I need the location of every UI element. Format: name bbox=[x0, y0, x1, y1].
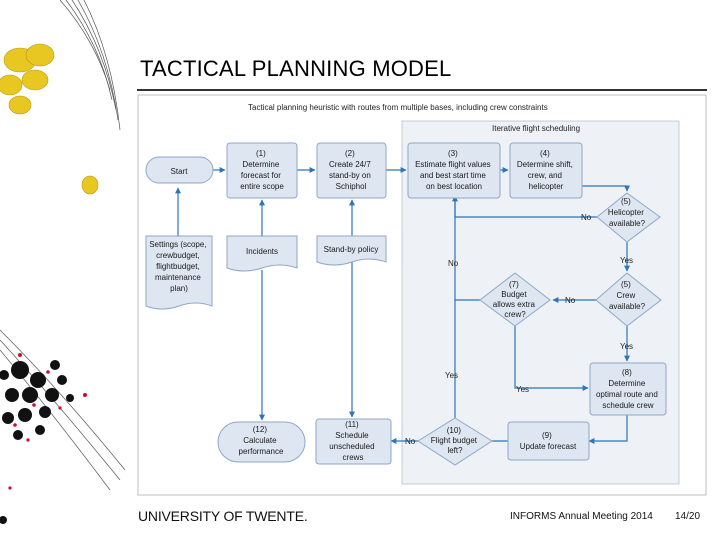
edge-label-loop-no: No bbox=[448, 259, 459, 268]
node-step11 bbox=[315, 418, 392, 465]
edge-label-d5a-no: No bbox=[581, 213, 592, 222]
node-step8-text: (8) Determine optimal route and schedule… bbox=[596, 368, 660, 410]
node-d5a-text: (5) Helicopter available? bbox=[608, 197, 646, 228]
title-divider bbox=[137, 89, 707, 91]
node-step4-text: (4) Determine shift, crew, and helicopte… bbox=[517, 149, 575, 191]
decorative-corner-art bbox=[0, 0, 126, 524]
node-start-text: Start bbox=[171, 167, 189, 176]
university-logo-text: UNIVERSITY OF TWENTE. bbox=[138, 508, 308, 524]
node-step3 bbox=[407, 142, 501, 199]
footer-conference: INFORMS Annual Meeting 2014 bbox=[510, 511, 653, 522]
edge-label-d7-yes: Yes bbox=[516, 385, 529, 394]
node-step2 bbox=[316, 142, 387, 199]
diagram-header: Tactical planning heuristic with routes … bbox=[248, 103, 548, 112]
decorative-lines bbox=[0, 0, 126, 491]
edge-label-loop-yes: Yes bbox=[445, 371, 458, 380]
node-d5a bbox=[596, 192, 661, 243]
node-step1-text: (1) Determine forecast for entire scope bbox=[240, 149, 284, 191]
node-step3-text: (3) Estimate flight values and best star… bbox=[415, 149, 493, 191]
node-settings-text: Settings (scope, crewbudget, flightbudge… bbox=[149, 240, 209, 293]
node-step11-text: (11) Schedule unscheduled crews bbox=[329, 420, 377, 462]
node-start bbox=[145, 156, 214, 184]
node-step4 bbox=[509, 142, 583, 199]
node-d5b-text: (5) Crew available? bbox=[609, 280, 646, 311]
edge-label-d5a-yes: Yes bbox=[620, 256, 633, 265]
node-incidents bbox=[226, 235, 298, 272]
node-d10 bbox=[417, 417, 493, 466]
edge-label-d5b-yes: Yes bbox=[620, 342, 633, 351]
edge-labels: No Yes No Yes Yes No No Yes bbox=[405, 213, 633, 446]
node-settings bbox=[145, 235, 213, 310]
flowchart: Tactical planning heuristic with routes … bbox=[137, 94, 707, 496]
node-standby bbox=[316, 235, 387, 266]
edge-label-d5b-no: No bbox=[565, 296, 576, 305]
edge-label-d10-no: No bbox=[405, 437, 416, 446]
node-step9-text: (9) Update forecast bbox=[520, 431, 577, 451]
slide-title: TACTICAL PLANNING MODEL bbox=[140, 56, 452, 81]
nodes bbox=[145, 142, 667, 466]
node-standby-text: Stand-by policy bbox=[324, 245, 379, 254]
node-incidents-text: Incidents bbox=[246, 247, 278, 256]
node-step8 bbox=[589, 362, 667, 416]
node-d7-text: (7) Budget allows extra crew? bbox=[493, 280, 537, 319]
node-d10-text: (10) Flight budget left? bbox=[431, 426, 480, 455]
node-step1 bbox=[226, 142, 298, 199]
node-step2-text: (2) Create 24/7 stand-by on Schiphol bbox=[329, 149, 373, 191]
node-step9 bbox=[507, 421, 590, 461]
node-step12 bbox=[217, 421, 306, 463]
red-dots bbox=[8, 353, 87, 490]
page-number: 14/20 bbox=[675, 511, 701, 522]
node-d5b bbox=[595, 272, 662, 327]
yellow-flower bbox=[0, 43, 99, 195]
node-d7 bbox=[479, 272, 551, 327]
iterative-group-label: Iterative flight scheduling bbox=[492, 124, 580, 133]
black-dots bbox=[0, 360, 74, 524]
node-step12-text: (12) Calculate performance bbox=[239, 425, 284, 456]
